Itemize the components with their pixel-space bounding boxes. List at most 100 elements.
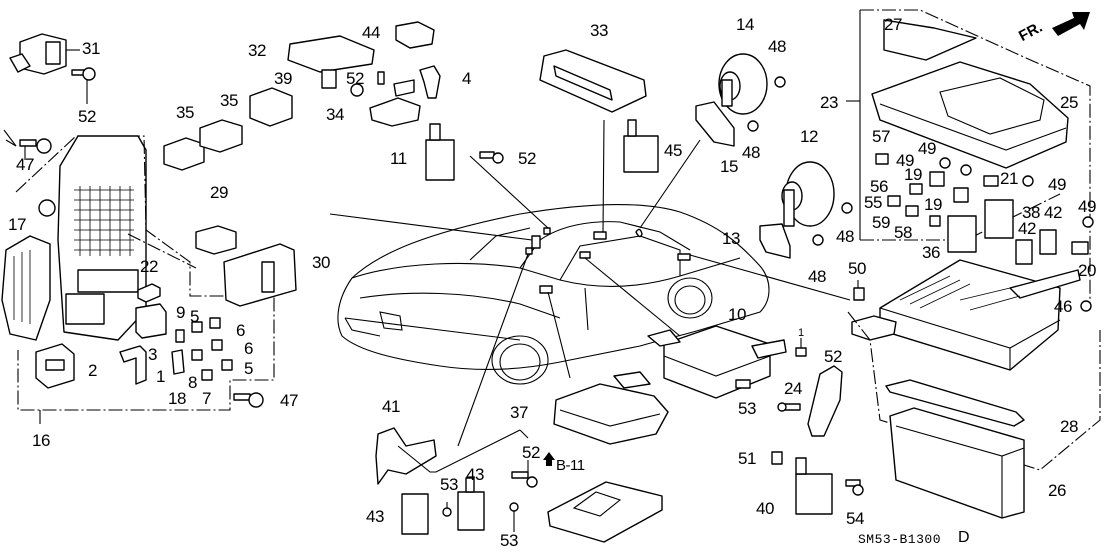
callout-53c: 53 xyxy=(500,531,518,550)
callout-1b: 1 xyxy=(798,327,804,339)
callout-49a: 49 xyxy=(918,139,936,158)
callout-17: 17 xyxy=(8,215,26,234)
callout-48a: 48 xyxy=(768,37,786,56)
callout-45: 45 xyxy=(664,141,682,160)
callout-50: 50 xyxy=(848,259,866,278)
callout-20: 20 xyxy=(1078,261,1096,280)
callout-51: 51 xyxy=(738,449,756,468)
callout-52: 52 xyxy=(78,107,96,126)
part-43-relays xyxy=(401,477,485,535)
callout-8: 8 xyxy=(188,373,197,392)
callout-49c: 49 xyxy=(1048,175,1066,194)
part-31-switch xyxy=(9,33,80,75)
callout-48b: 48 xyxy=(742,143,760,162)
callout-11: 11 xyxy=(390,149,407,168)
callout-41: 41 xyxy=(382,397,400,416)
callout-28: 28 xyxy=(1060,417,1078,436)
callout-53b: 53 xyxy=(440,475,458,494)
part-11-unit xyxy=(425,123,455,181)
callout-14: 14 xyxy=(736,15,754,34)
callout-56: 56 xyxy=(870,177,888,196)
callout-52b: 52 xyxy=(346,69,364,88)
reference-b11: B-11 xyxy=(556,457,585,474)
callout-53a: 53 xyxy=(738,399,756,418)
part-49-bolts xyxy=(939,157,1094,228)
callout-10: 10 xyxy=(728,305,746,324)
callout-27: 27 xyxy=(884,15,902,34)
part-52d-bolt xyxy=(795,338,807,357)
callout-1: 1 xyxy=(156,367,165,386)
callout-15: 15 xyxy=(720,157,738,176)
callout-24: 24 xyxy=(784,379,802,398)
part-35-relay xyxy=(163,119,243,171)
callout-18: 18 xyxy=(168,389,186,408)
fuse-box-main xyxy=(847,259,1101,471)
callout-6b: 6 xyxy=(244,339,253,358)
callout-49d: 49 xyxy=(1078,197,1096,216)
callout-13: 13 xyxy=(722,229,740,248)
callout-22: 22 xyxy=(140,257,158,276)
part-53-bolts xyxy=(442,502,519,532)
part-10-unit xyxy=(647,325,787,399)
callout-46: 46 xyxy=(1054,297,1072,316)
part-45-relay xyxy=(623,119,659,173)
part-54-bolt xyxy=(845,479,864,496)
part-44-relay xyxy=(395,21,435,49)
callout-9: 9 xyxy=(176,303,185,322)
part-41-bracket xyxy=(375,427,529,485)
callout-23: 23 xyxy=(820,93,838,112)
callout-37: 37 xyxy=(510,403,528,422)
part-12-horn xyxy=(781,161,835,227)
part-33-unit xyxy=(539,49,647,113)
part-23-cover-assembly xyxy=(846,9,1091,310)
relays-36-38-42 xyxy=(947,199,1089,265)
mini-fuses-5-6-7-8-9 xyxy=(175,317,233,381)
mini-fuses-55-59 xyxy=(875,153,999,227)
callout-29: 29 xyxy=(210,183,228,202)
callout-31: 31 xyxy=(82,39,100,58)
callout-39: 39 xyxy=(274,69,292,88)
part-14-horn xyxy=(718,53,768,115)
callout-59: 59 xyxy=(872,213,890,232)
part-48-bolts xyxy=(747,76,853,246)
callout-52c: 52 xyxy=(518,149,536,168)
callout-48d: 48 xyxy=(808,267,826,286)
callout-12: 12 xyxy=(800,127,818,146)
callout-2: 2 xyxy=(88,361,97,380)
part-34-unit xyxy=(369,79,421,127)
callout-42b: 42 xyxy=(1018,219,1036,238)
part-46-bolt xyxy=(1080,300,1092,312)
part-52c-bolt xyxy=(479,151,504,164)
callout-40: 40 xyxy=(756,499,774,518)
part-26-lower-case xyxy=(889,407,1025,519)
callout-58: 58 xyxy=(894,223,912,242)
callout-26: 26 xyxy=(1048,481,1066,500)
callout-5b: 5 xyxy=(244,359,253,378)
part-53a-bolt xyxy=(777,402,801,412)
callout-38: 38 xyxy=(1022,203,1040,222)
callout-47b: 47 xyxy=(280,391,298,410)
part-13-bracket xyxy=(759,223,791,259)
part-2-bracket xyxy=(35,343,75,389)
part-52b-bolt xyxy=(377,71,385,85)
callout-54: 54 xyxy=(846,509,864,528)
callout-34: 34 xyxy=(326,105,344,124)
part-4-bracket xyxy=(419,65,441,99)
callout-36: 36 xyxy=(922,243,940,262)
part-17-cover xyxy=(1,235,51,341)
callout-25: 25 xyxy=(1060,93,1078,112)
callout-49b: 49 xyxy=(896,151,914,170)
callout-30: 30 xyxy=(312,253,330,272)
part-3-cover xyxy=(135,303,167,339)
callout-19a: 19 xyxy=(904,165,922,184)
callout-44: 44 xyxy=(362,23,380,42)
part-50-bolt xyxy=(853,280,865,301)
part-52e-bolt xyxy=(511,460,538,488)
callout-52d: 52 xyxy=(824,347,842,366)
leader-lines xyxy=(329,119,851,447)
callout-6a: 6 xyxy=(236,321,245,340)
part-47-bolt xyxy=(3,129,52,160)
callout-35a: 35 xyxy=(176,103,194,122)
part-39-relay xyxy=(249,87,293,127)
